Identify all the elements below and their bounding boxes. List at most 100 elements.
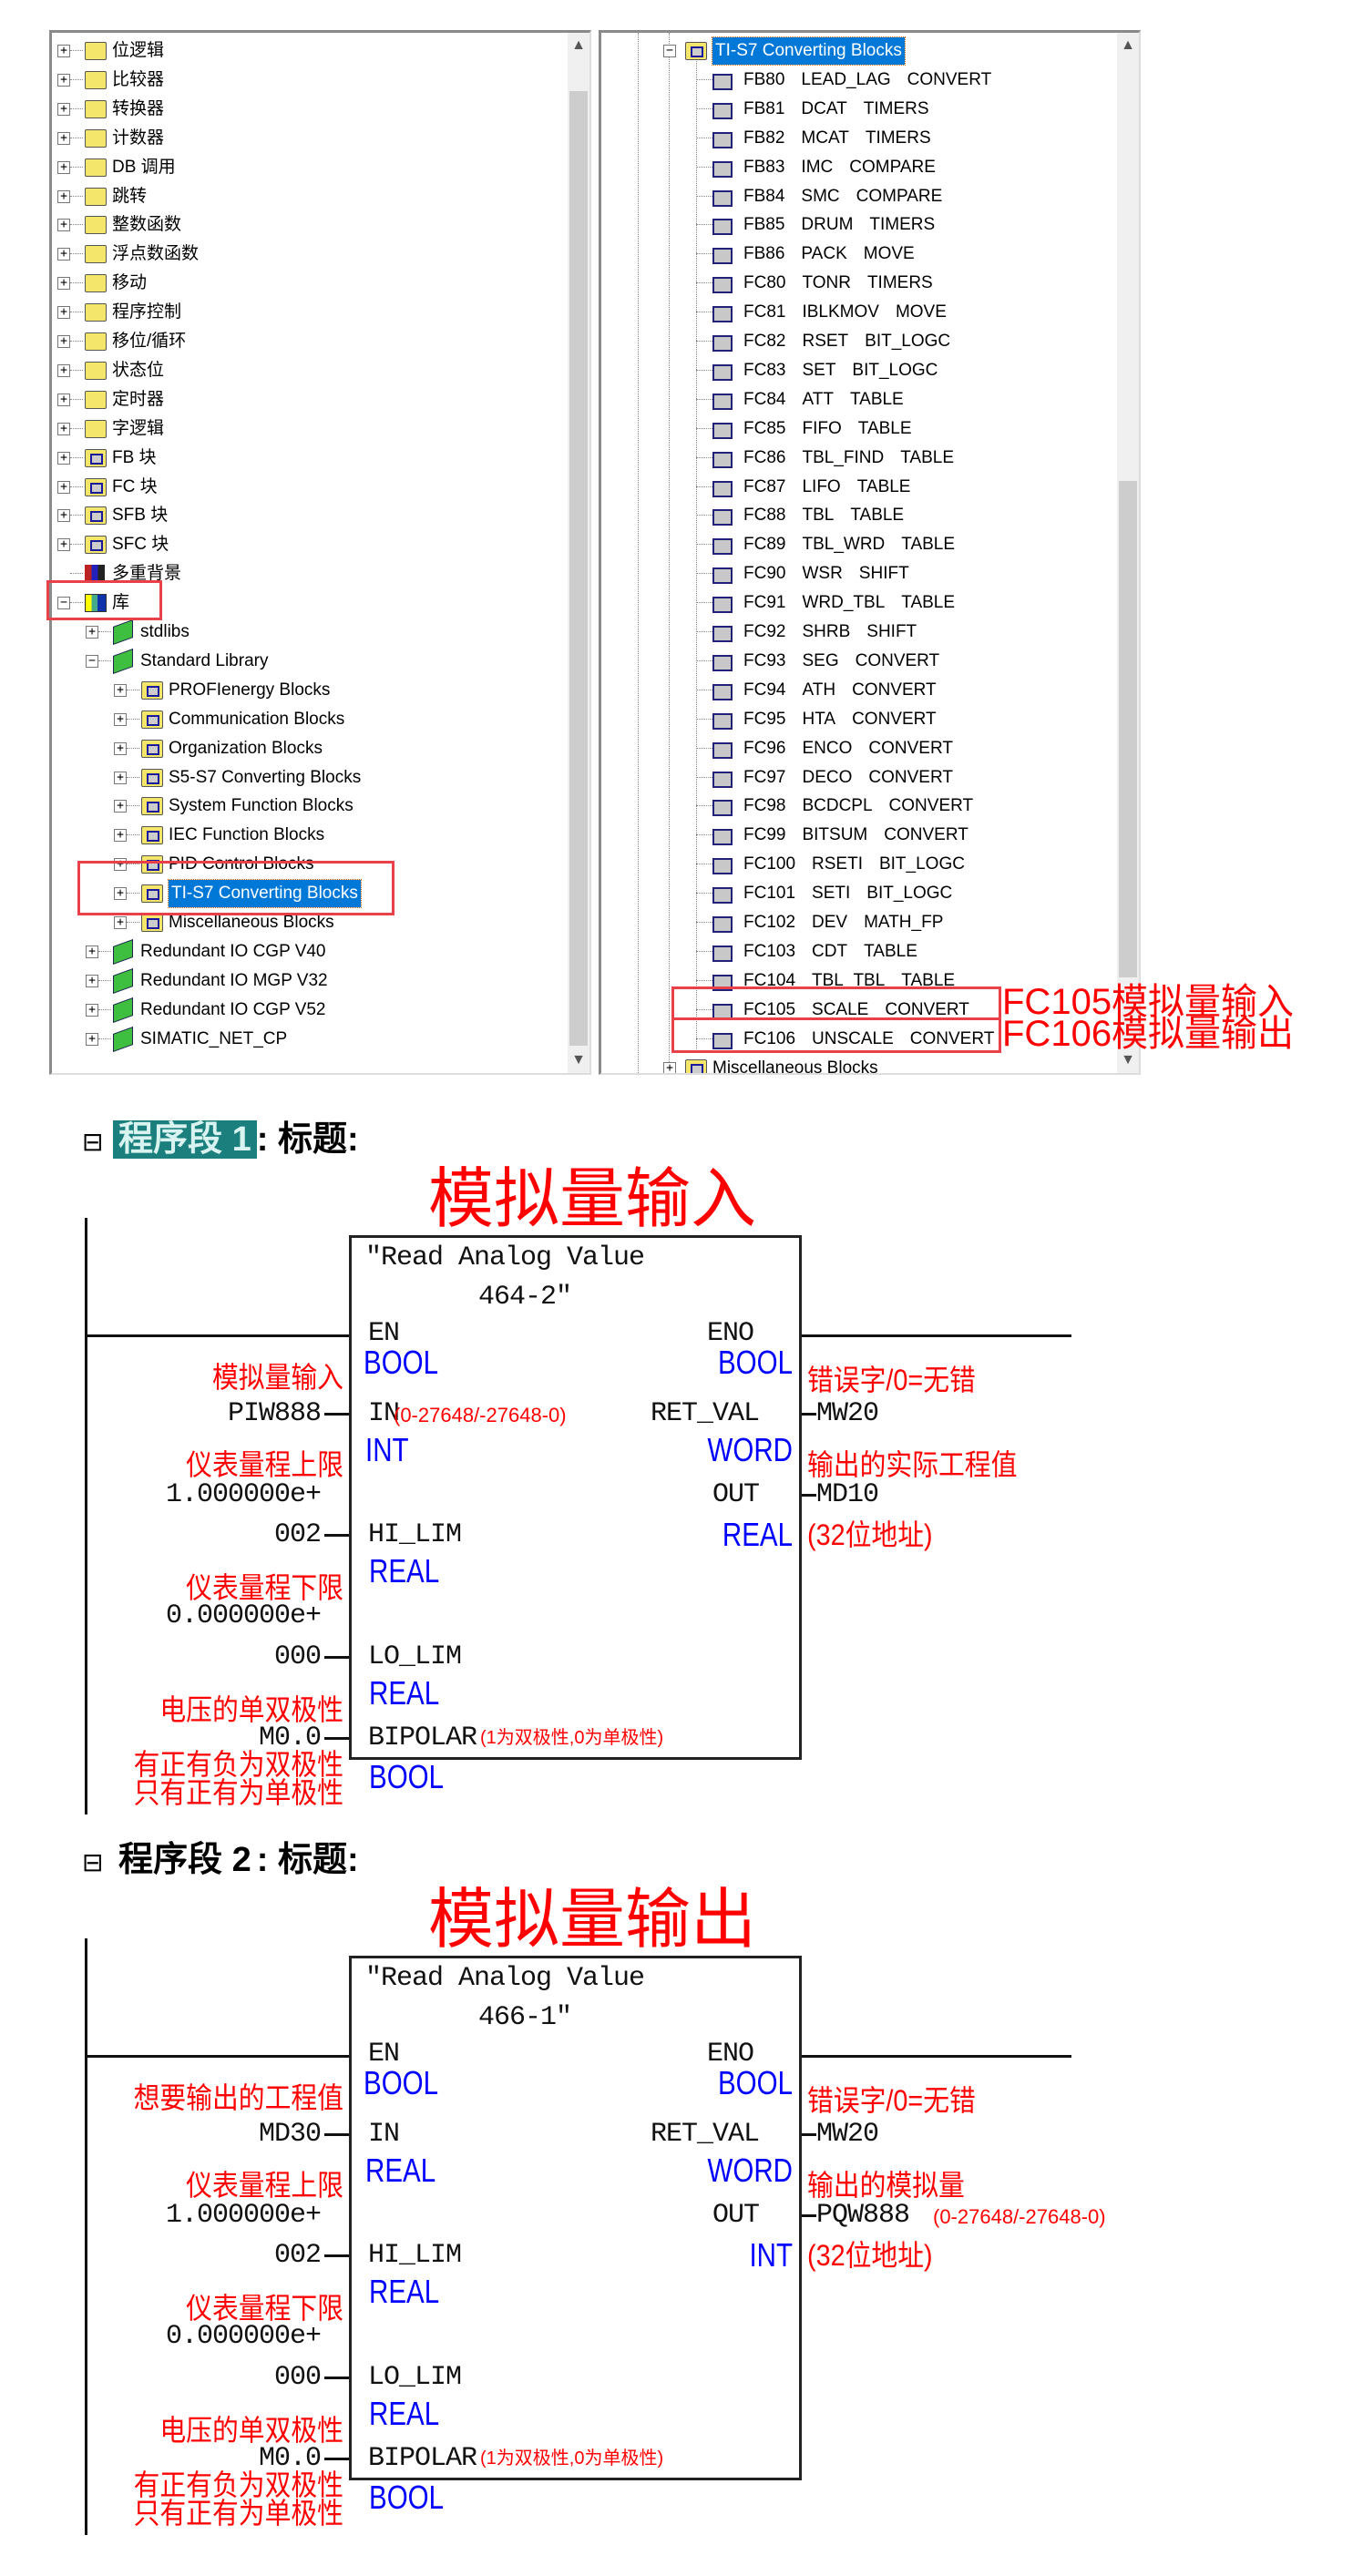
tree-item-转换器[interactable]: +转换器 bbox=[52, 96, 562, 123]
tree-item-redundant-io-mgp-v32[interactable]: +Redundant IO MGP V32 bbox=[52, 967, 562, 995]
tree-item-redundant-io-cgp-v52[interactable]: +Redundant IO CGP V52 bbox=[52, 997, 562, 1024]
function-block-box[interactable] bbox=[349, 1956, 802, 2480]
expand-icon[interactable]: + bbox=[86, 1032, 98, 1046]
expand-icon[interactable]: + bbox=[57, 509, 70, 523]
right-scrollbar[interactable]: ▲ ▼ bbox=[1117, 33, 1139, 1073]
expand-icon[interactable]: + bbox=[86, 974, 98, 987]
expand-icon[interactable]: + bbox=[86, 1003, 98, 1017]
network-header[interactable]: ⊟ 程序段 1: 标题: bbox=[82, 1119, 359, 1160]
expand-icon[interactable]: + bbox=[57, 248, 70, 261]
network-header[interactable]: ⊟ 程序段 2: 标题: bbox=[82, 1840, 359, 1880]
tree-item-fb-块[interactable]: +FB 块 bbox=[52, 445, 562, 472]
expand-icon[interactable]: + bbox=[57, 480, 70, 494]
scroll-thumb[interactable] bbox=[569, 91, 588, 1046]
collapse-icon[interactable]: − bbox=[663, 45, 676, 57]
expand-icon[interactable]: + bbox=[57, 131, 70, 145]
scroll-up-icon[interactable]: ▲ bbox=[571, 37, 586, 53]
tree-item-sfc-块[interactable]: +SFC 块 bbox=[52, 531, 562, 558]
expand-icon[interactable]: + bbox=[57, 189, 70, 203]
tree-item-整数函数[interactable]: +整数函数 bbox=[52, 211, 562, 239]
expand-icon[interactable]: + bbox=[57, 45, 70, 57]
collapse-network-icon[interactable]: ⊟ bbox=[82, 1128, 104, 1156]
expand-icon[interactable]: + bbox=[57, 73, 70, 87]
expand-icon[interactable]: + bbox=[57, 363, 70, 377]
expand-icon[interactable]: + bbox=[57, 538, 70, 552]
tree-item-字逻辑[interactable]: +字逻辑 bbox=[52, 415, 562, 443]
expand-icon[interactable]: + bbox=[114, 800, 127, 813]
expand-icon[interactable]: + bbox=[663, 1061, 676, 1073]
expand-icon[interactable]: + bbox=[57, 160, 70, 174]
tree-item-standard-library[interactable]: −Standard Library bbox=[52, 648, 562, 675]
tree-item-sfb-块[interactable]: +SFB 块 bbox=[52, 502, 562, 529]
collapse-icon[interactable]: − bbox=[86, 654, 98, 668]
scroll-down-icon[interactable]: ▼ bbox=[1121, 1052, 1135, 1068]
tree-item-redundant-io-cgp-v40[interactable]: +Redundant IO CGP V40 bbox=[52, 938, 562, 966]
tree-item-状态位[interactable]: +状态位 bbox=[52, 357, 562, 384]
tree-item-system-function-blocks[interactable]: +System Function Blocks bbox=[52, 792, 562, 820]
expand-icon[interactable]: + bbox=[57, 451, 70, 465]
tree-item-simatic-net-cp[interactable]: +SIMATIC_NET_CP bbox=[52, 1026, 562, 1053]
expand-icon[interactable]: + bbox=[114, 829, 127, 843]
expand-icon[interactable]: + bbox=[114, 741, 127, 755]
collapse-network-icon[interactable]: ⊟ bbox=[82, 1848, 104, 1876]
expand-icon[interactable]: + bbox=[57, 335, 70, 348]
expand-icon[interactable]: + bbox=[57, 219, 70, 232]
tree-item-定时器[interactable]: +定时器 bbox=[52, 386, 562, 414]
tree-item-ti-s7-converting-blocks[interactable]: −TI-S7 Converting Blocks bbox=[601, 36, 1112, 66]
expand-icon[interactable]: + bbox=[114, 887, 127, 901]
tree-item-s5-s7-converting-blocks[interactable]: +S5-S7 Converting Blocks bbox=[52, 764, 562, 792]
tree-item-stdlibs[interactable]: +stdlibs bbox=[52, 618, 562, 646]
tree-item-程序控制[interactable]: +程序控制 bbox=[52, 299, 562, 326]
tree-item-db-调用[interactable]: +DB 调用 bbox=[52, 154, 562, 181]
expand-icon[interactable]: + bbox=[57, 277, 70, 291]
tree-item-fc-块[interactable]: +FC 块 bbox=[52, 474, 562, 501]
scroll-thumb[interactable] bbox=[1119, 481, 1137, 977]
expand-icon[interactable]: + bbox=[114, 712, 127, 726]
scroll-up-icon[interactable]: ▲ bbox=[1121, 37, 1135, 53]
expand-icon[interactable]: + bbox=[86, 945, 98, 958]
tree-item-iec-function-blocks[interactable]: +IEC Function Blocks bbox=[52, 822, 562, 849]
function-block-box[interactable] bbox=[349, 1235, 802, 1760]
tree-item-计数器[interactable]: +计数器 bbox=[52, 125, 562, 152]
tree-item-organization-blocks[interactable]: +Organization Blocks bbox=[52, 735, 562, 762]
tree-item-profienergy-blocks[interactable]: +PROFIenergy Blocks bbox=[52, 677, 562, 704]
tree-item-communication-blocks[interactable]: +Communication Blocks bbox=[52, 706, 562, 733]
expand-icon[interactable]: + bbox=[57, 393, 70, 406]
expand-icon[interactable]: + bbox=[57, 306, 70, 320]
tree-item-miscellaneous-blocks[interactable]: +Miscellaneous Blocks bbox=[52, 909, 562, 936]
tree-item-移位-循环[interactable]: +移位/循环 bbox=[52, 328, 562, 355]
expand-icon[interactable]: + bbox=[86, 626, 98, 639]
tree-item-库[interactable]: −库 bbox=[52, 589, 562, 617]
left-scrollbar[interactable]: ▲ ▼ bbox=[568, 33, 589, 1073]
expand-icon[interactable]: + bbox=[114, 683, 127, 697]
tree-item-移动[interactable]: +移动 bbox=[52, 270, 562, 297]
tree-item-浮点数函数[interactable]: +浮点数函数 bbox=[52, 240, 562, 268]
tree-item-跳转[interactable]: +跳转 bbox=[52, 183, 562, 210]
